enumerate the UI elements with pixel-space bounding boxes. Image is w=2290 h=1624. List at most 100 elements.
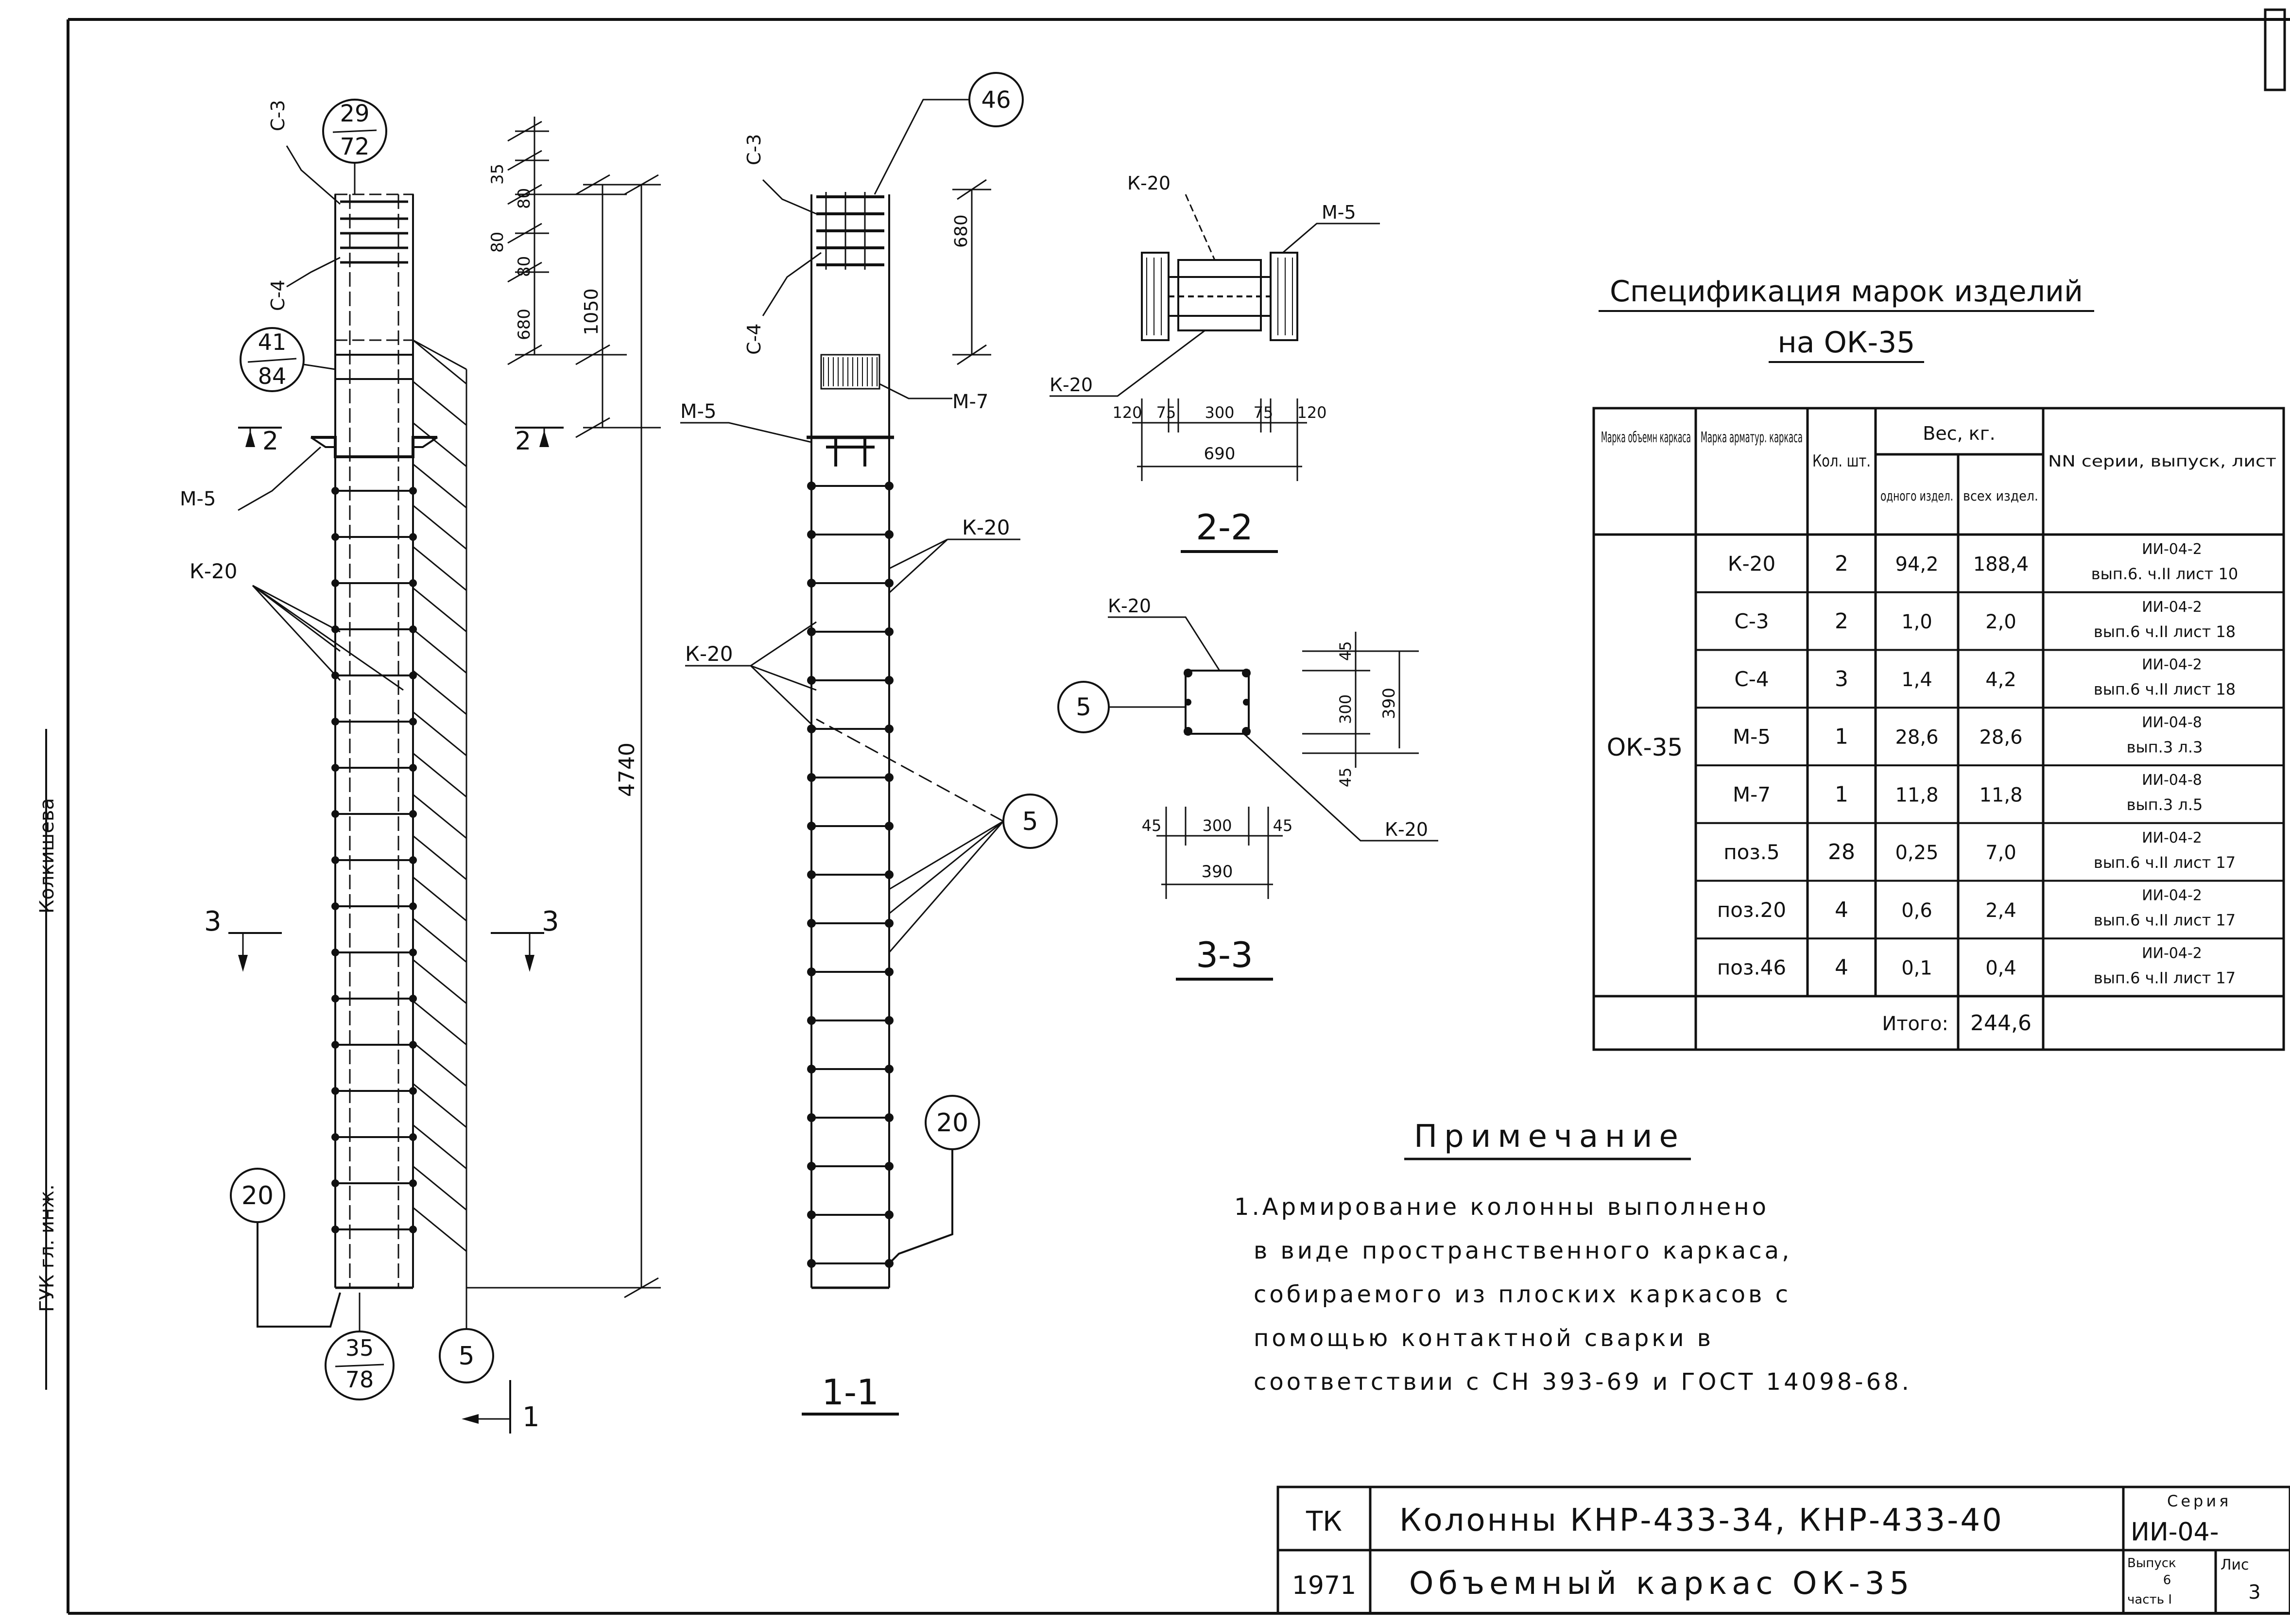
dim-80a: 80 (515, 188, 534, 209)
svg-text:3: 3 (2248, 1581, 2260, 1604)
cut-2-left: 2 (238, 427, 282, 456)
bar-node (331, 718, 339, 726)
callout-35-78: 35 78 (325, 1293, 395, 1400)
svg-text:Итого:: Итого: (1882, 1013, 1948, 1035)
hatch-line (413, 380, 467, 426)
dim-1050: 1050 (581, 288, 602, 335)
spec-cell-qty: 1 (1835, 782, 1848, 807)
bar-node (807, 1065, 816, 1073)
callout-46: 46 (874, 72, 1024, 195)
svg-text:72: 72 (340, 133, 369, 160)
hatch-line (413, 1041, 467, 1087)
note-line-3: собираемого из плоских каркасов с (1254, 1281, 1791, 1308)
bar-node (331, 1226, 339, 1233)
bar-node (807, 919, 816, 928)
bar-node (885, 1210, 894, 1219)
svg-text:390: 390 (1379, 688, 1399, 719)
bar-node (409, 579, 417, 587)
bar-node (331, 1087, 339, 1095)
bar-node (885, 919, 894, 928)
bar-node (807, 1162, 816, 1171)
spec-cell-weight-all: 188,4 (1973, 553, 2029, 575)
note-line-2: в виде пространственного каркаса, (1254, 1237, 1792, 1264)
hatch-line (413, 794, 467, 839)
label-k20-s2-top: К-20 (1127, 173, 1171, 194)
hatch-line (413, 1000, 467, 1046)
bar-node (409, 856, 417, 864)
hatch-line (413, 504, 467, 550)
title-line-2: Объемный каркас ОК-35 (1409, 1566, 1914, 1602)
spec-cell-weight-all: 28,6 (1979, 726, 2022, 749)
spec-cell-qty: 3 (1835, 667, 1848, 691)
svg-text:2: 2 (262, 427, 278, 456)
callout-20-left: 20 (230, 1168, 341, 1328)
spec-cell-weight-all: 2,4 (1985, 899, 2016, 922)
bar-node (885, 1162, 894, 1171)
bar-node (409, 902, 417, 910)
bar-node (807, 1210, 816, 1219)
spec-title: Спецификация марок изделий (1610, 275, 2083, 309)
svg-text:3: 3 (204, 906, 222, 937)
spec-cell-mark: С-3 (1734, 609, 1769, 633)
svg-text:45: 45 (1142, 816, 1162, 835)
spec-cell-qty: 2 (1835, 609, 1848, 634)
spec-cell-ref-sheet: вып.6 ч.II лист 17 (2094, 911, 2236, 930)
svg-text:1971: 1971 (1292, 1571, 1356, 1600)
label-c4-mid: С-4 (743, 324, 765, 355)
svg-text:41: 41 (258, 329, 287, 355)
note-line-5: соответствии с СН 393-69 и ГОСТ 14098-68… (1254, 1368, 1912, 1396)
title-block: ТК 1971 Колонны КНР-433-34, КНР-433-40 О… (1276, 1486, 2290, 1615)
dim-35: 35 (488, 164, 507, 185)
hatch-line (413, 628, 467, 674)
bar-node (885, 676, 894, 685)
hatch-line (413, 876, 467, 922)
spec-cell-mark: поз.46 (1717, 956, 1786, 980)
spec-cell-weight-one: 0,25 (1895, 842, 1938, 864)
hatch-line (413, 1083, 467, 1128)
bar-node (885, 1065, 894, 1073)
spec-cell-mark: М-5 (1733, 725, 1771, 749)
left-dimensions (466, 117, 661, 1298)
spec-cell-ref-series: ИИ-04-2 (2142, 945, 2202, 962)
svg-text:244,6: 244,6 (1970, 1011, 2032, 1036)
svg-text:ТК: ТК (1306, 1506, 1342, 1538)
spec-cell-weight-one: 1,0 (1901, 611, 1932, 633)
spec-cell-weight-one: 1,4 (1901, 669, 1932, 691)
bar-node (885, 579, 894, 587)
section-title-3-3: 3-3 (1196, 934, 1253, 975)
spec-cell-ref-series: ИИ-04-8 (2142, 772, 2202, 789)
bar-node (331, 856, 339, 864)
bar-node (409, 1226, 417, 1233)
label-c4-left: С-4 (267, 280, 289, 311)
cut-1: 1 (462, 1380, 540, 1434)
svg-text:Выпуск: Выпуск (2127, 1556, 2176, 1571)
spec-cell-qty: 28 (1828, 840, 1855, 864)
bar-node (331, 949, 339, 956)
spec-cell-mark: С-4 (1734, 667, 1769, 691)
svg-text:45: 45 (1336, 767, 1355, 787)
spec-cell-weight-one: 94,2 (1895, 553, 1938, 575)
spec-cell-weight-all: 2,0 (1985, 611, 2016, 633)
label-k20-mid-right: К-20 (962, 516, 1010, 539)
bar-node (331, 533, 339, 541)
svg-text:5: 5 (1022, 807, 1038, 836)
bar-node (331, 1179, 339, 1187)
bar-node (885, 1016, 894, 1025)
bar-node (885, 822, 894, 830)
bar-node (807, 1016, 816, 1025)
spec-cell-weight-one: 11,8 (1895, 784, 1938, 806)
outline-line (413, 339, 467, 370)
svg-text:Марка объемн каркаса: Марка объемн каркаса (1601, 429, 1691, 446)
svg-text:300: 300 (1202, 816, 1232, 835)
spec-cell-ref-sheet: вып.6. ч.II лист 10 (2091, 565, 2238, 583)
label-k20-s3-right: К-20 (1385, 819, 1428, 840)
svg-text:Лис: Лис (2221, 1556, 2249, 1573)
hatch-line (413, 339, 467, 385)
spec-cell-ref-sheet: вып.6 ч.II лист 18 (2094, 680, 2236, 699)
spec-cell-ref-sheet: вып.6 ч.II лист 17 (2094, 853, 2236, 872)
spec-cell-ref-sheet: вып.6 ч.II лист 17 (2094, 968, 2236, 987)
bar-node (807, 773, 816, 782)
